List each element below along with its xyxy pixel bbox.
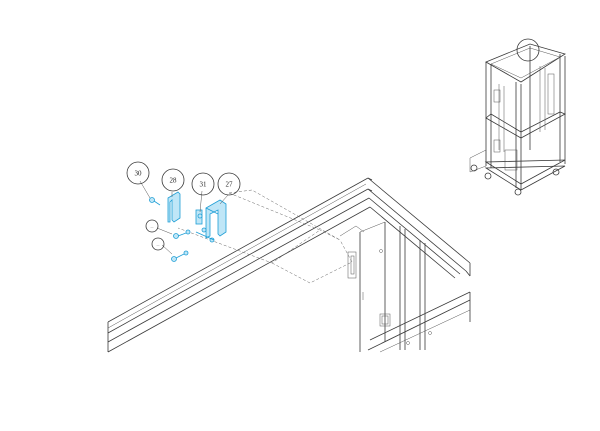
callout-small-1: ... [145, 219, 159, 233]
leader-lines [177, 189, 353, 284]
callout-leaders [139, 180, 229, 255]
callout-30: 30 [126, 161, 150, 185]
bracket-assembly [149, 191, 227, 262]
callout-31: 31 [191, 172, 215, 196]
bolt-lower [171, 250, 189, 262]
svg-text:...: ... [157, 242, 160, 247]
bolt-upper [173, 229, 191, 239]
bolt-30 [149, 197, 161, 206]
callout-28: 28 [161, 168, 185, 192]
overview-frame [469, 38, 566, 196]
svg-text:30: 30 [135, 170, 143, 178]
callout-small-2: ... [151, 237, 165, 251]
svg-text:27: 27 [226, 181, 234, 189]
callout-27: 27 [217, 172, 241, 196]
nut-set [195, 227, 215, 243]
main-frame-beams [107, 177, 471, 353]
svg-text:28: 28 [170, 177, 178, 185]
svg-text:...: ... [151, 224, 154, 229]
svg-text:31: 31 [200, 181, 208, 189]
